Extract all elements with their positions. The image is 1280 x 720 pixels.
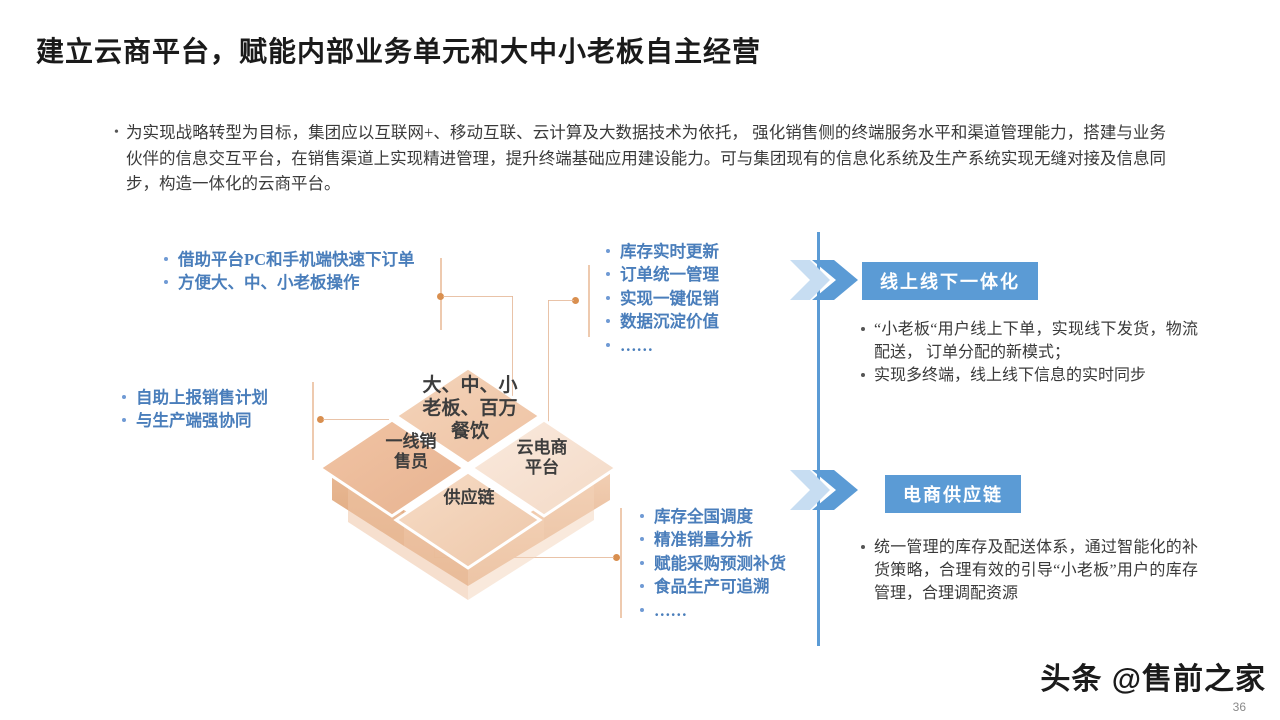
connector-bar-plan <box>312 382 314 460</box>
connector-dot-order <box>437 293 444 300</box>
intro-text: 为实现战略转型为目标，集团应以互联网+、移动互联、云计算及大数据技术为依托， 强… <box>126 123 1166 194</box>
panel-title-ecommerce-supply-chain[interactable]: 电商供应链 <box>885 475 1021 513</box>
panel-title-online-offline[interactable]: 线上线下一体化 <box>862 262 1038 300</box>
connector-h-order <box>443 296 513 297</box>
watermark: 头条 @售前之家 <box>1040 663 1266 696</box>
panel-list-item: 实现多终端，线上线下信息的实时同步 <box>858 364 1198 387</box>
isometric-platform-block: 大、中、小 老板、百万 餐饮 一线销 售员 云电商 平台 供应链 <box>318 360 618 610</box>
timeline-spine <box>817 232 820 646</box>
list-item: 赋能采购预测补货 <box>636 552 786 575</box>
connector-bar-supply <box>620 508 622 618</box>
panel-body-online-offline: “小老板“用户线上下单，实现线下发货，物流配送， 订单分配的新模式； 实现多终端… <box>858 318 1198 388</box>
list-item: 实现一键促销 <box>602 287 719 310</box>
list-item: …… <box>602 334 719 357</box>
page-number: 36 <box>1232 700 1246 714</box>
list-item: 订单统一管理 <box>602 263 719 286</box>
panel-list-item: 统一管理的库存及配送体系，通过智能化的补货策略，合理有效的引导“小老板”用户的库… <box>858 536 1198 606</box>
intro-paragraph: • 为实现战略转型为目标，集团应以互联网+、移动互联、云计算及大数据技术为依托，… <box>114 120 1166 197</box>
connector-h-inventory <box>548 300 574 301</box>
list-item: 与生产端强协同 <box>118 409 268 432</box>
list-item: 方便大、中、小老板操作 <box>160 271 418 294</box>
connector-dot-inventory <box>572 297 579 304</box>
panel-list-item: “小老板“用户线上下单，实现线下发货，物流配送， 订单分配的新模式； <box>858 318 1198 364</box>
bullet-list-inventory: 库存实时更新 订单统一管理 实现一键促销 数据沉淀价值 …… <box>602 240 719 357</box>
bullet-list-plan: 自助上报销售计划 与生产端强协同 <box>118 386 268 433</box>
list-item: 库存实时更新 <box>602 240 719 263</box>
bullet-list-supply: 库存全国调度 精准销量分析 赋能采购预测补货 食品生产可追溯 …… <box>636 505 786 622</box>
connector-v-inventory <box>548 300 549 440</box>
page-title: 建立云商平台，赋能内部业务单元和大中小老板自主经营 <box>36 36 762 67</box>
bullet-list-order: 借助平台PC和手机端快速下订单 方便大、中、小老板操作 <box>160 248 418 294</box>
list-item: 借助平台PC和手机端快速下订单 <box>160 248 418 271</box>
intro-bullet-icon: • <box>114 125 119 140</box>
panel-body-ecommerce-supply-chain: 统一管理的库存及配送体系，通过智能化的补货策略，合理有效的引导“小老板”用户的库… <box>858 536 1198 606</box>
connector-dot-supply <box>613 554 620 561</box>
list-item: 精准销量分析 <box>636 528 786 551</box>
list-item: …… <box>636 599 786 622</box>
connector-h-plan <box>323 419 389 420</box>
list-item: 食品生产可追溯 <box>636 575 786 598</box>
list-item: 数据沉淀价值 <box>602 310 719 333</box>
list-item: 自助上报销售计划 <box>118 386 268 409</box>
isometric-block-graphic <box>318 366 618 600</box>
chevron-arrow-top <box>790 256 864 304</box>
connector-v-order <box>512 296 513 422</box>
connector-bar-inventory <box>588 265 590 337</box>
list-item: 库存全国调度 <box>636 505 786 528</box>
connector-dot-plan <box>317 416 324 423</box>
chevron-arrow-bottom <box>790 466 864 514</box>
